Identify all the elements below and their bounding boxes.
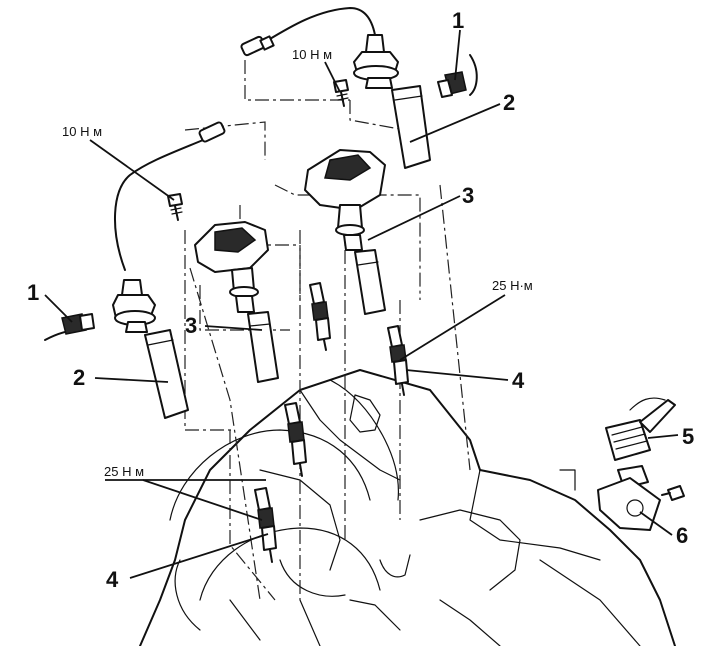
spark-plug-right bbox=[387, 325, 409, 396]
connector-top bbox=[437, 54, 478, 98]
callout-6: 6 bbox=[676, 523, 688, 548]
callout-2-top: 2 bbox=[503, 90, 515, 115]
sensor-connector bbox=[605, 397, 676, 461]
callout-4-bottom: 4 bbox=[106, 567, 119, 592]
callout-1-top: 1 bbox=[452, 8, 464, 33]
engine-block-outline bbox=[139, 369, 676, 646]
assembly-guide-lines bbox=[184, 60, 471, 601]
callout-5: 5 bbox=[682, 424, 694, 449]
spark-plug-bottom bbox=[254, 487, 277, 563]
ignition-wire-left bbox=[112, 121, 226, 419]
mounting-bolt-left bbox=[167, 193, 183, 221]
torque-label-top-bolt: 10 Н м bbox=[292, 47, 332, 62]
spark-plug-middle-left bbox=[284, 402, 307, 477]
callout-3-top: 3 bbox=[462, 183, 474, 208]
connector-left bbox=[44, 313, 95, 341]
torque-label-bottom-plug: 25 Н м bbox=[104, 464, 144, 479]
leader-lines bbox=[44, 29, 679, 579]
callout-1-left: 1 bbox=[27, 280, 39, 305]
callout-2-left: 2 bbox=[73, 365, 85, 390]
spark-plug-center bbox=[309, 282, 331, 351]
ignition-coil-left bbox=[194, 221, 279, 383]
torque-label-right-plug: 25 Н·м bbox=[492, 278, 533, 293]
callout-4-right: 4 bbox=[512, 368, 525, 393]
ignition-coil-right bbox=[304, 149, 386, 315]
camshaft-position-sensor bbox=[597, 465, 685, 531]
ignition-wire-top bbox=[240, 7, 431, 169]
callout-3-left: 3 bbox=[185, 313, 197, 338]
torque-label-left-bolt: 10 Н м bbox=[62, 124, 102, 139]
